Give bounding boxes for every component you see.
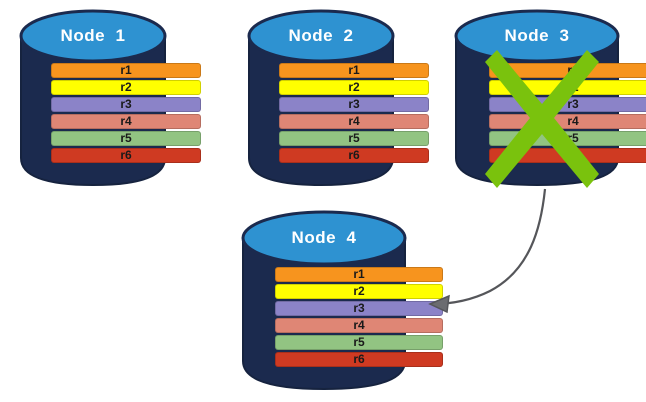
node-1-row-r6: r6 — [51, 148, 201, 163]
node-1-row-r5: r5 — [51, 131, 201, 146]
node-1-row-r1: r1 — [51, 63, 201, 78]
node-3-row-r3: r3 — [489, 97, 646, 112]
node-1[interactable]: Node 1 r1 r2 r3 r4 r5 r6 — [18, 6, 201, 188]
node-2-row-r6: r6 — [279, 148, 429, 163]
node-1-rows: r1 r2 r3 r4 r5 r6 — [18, 63, 213, 165]
node-3-row-r1: r1 — [489, 63, 646, 78]
node-1-row-r4: r4 — [51, 114, 201, 129]
node-3-rows: r1 r2 r3 r4 r5 r6 — [453, 63, 646, 165]
node-3-row-r6: r6 — [489, 148, 646, 163]
node-3[interactable]: Node 3 r1 r2 r3 r4 r5 r6 — [453, 6, 646, 188]
node-4-row-r6: r6 — [275, 352, 443, 367]
node-2-rows: r1 r2 r3 r4 r5 r6 — [246, 63, 441, 165]
node-2-row-r4: r4 — [279, 114, 429, 129]
node-4-row-r5: r5 — [275, 335, 443, 350]
node-1-row-r2: r2 — [51, 80, 201, 95]
node-2-row-r1: r1 — [279, 63, 429, 78]
node-3-row-r5: r5 — [489, 131, 646, 146]
node-2-row-r3: r3 — [279, 97, 429, 112]
node-1-row-r3: r3 — [51, 97, 201, 112]
node-2[interactable]: Node 2 r1 r2 r3 r4 r5 r6 — [246, 6, 429, 188]
node-2-row-r5: r5 — [279, 131, 429, 146]
node-4[interactable]: Node 4 r1 r2 r3 r4 r5 r6 — [240, 206, 443, 392]
node-2-row-r2: r2 — [279, 80, 429, 95]
node-4-row-r1: r1 — [275, 267, 443, 282]
node-4-rows: r1 r2 r3 r4 r5 r6 — [240, 267, 461, 369]
node-4-row-r2: r2 — [275, 284, 443, 299]
node-3-row-r2: r2 — [489, 80, 646, 95]
node-4-row-r3: r3 — [275, 301, 443, 316]
node-4-row-r4: r4 — [275, 318, 443, 333]
node-3-row-r4: r4 — [489, 114, 646, 129]
